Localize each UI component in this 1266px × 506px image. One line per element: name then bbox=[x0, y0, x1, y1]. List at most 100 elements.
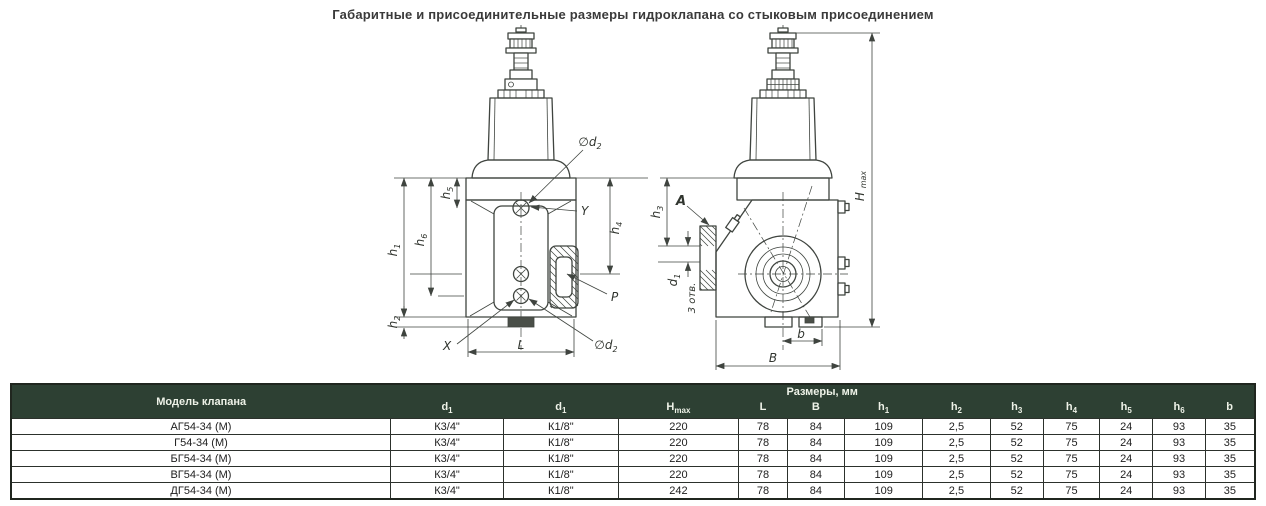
dimensions-table: Модель клапана Размеры, мм d1 d1 Hmax L … bbox=[10, 383, 1256, 500]
value-cell: 93 bbox=[1152, 482, 1206, 500]
value-cell: 24 bbox=[1098, 450, 1154, 467]
col-header-b-big: B bbox=[787, 399, 845, 419]
value-cell: 220 bbox=[617, 418, 740, 435]
col-header-h3: h3 bbox=[990, 399, 1044, 419]
value-cell: 2,5 bbox=[922, 466, 991, 483]
value-cell: 52 bbox=[989, 450, 1044, 467]
model-cell: АГ54-34 (М) bbox=[10, 418, 391, 435]
side-view: A h3 d1 3 отв. H max b B bbox=[649, 25, 880, 370]
col-header-d1a: d1 bbox=[390, 399, 504, 419]
value-cell: 35 bbox=[1204, 434, 1256, 451]
value-cell: 109 bbox=[843, 466, 924, 483]
value-cell: 52 bbox=[989, 434, 1044, 451]
value-cell: 75 bbox=[1042, 434, 1100, 451]
side-bolts bbox=[837, 200, 850, 296]
value-cell: 75 bbox=[1042, 482, 1100, 500]
value-cell: 24 bbox=[1098, 466, 1154, 483]
value-cell: К3/4" bbox=[389, 418, 505, 435]
value-cell: 84 bbox=[786, 482, 845, 500]
value-cell: 75 bbox=[1042, 450, 1100, 467]
label-h1: h1 bbox=[386, 244, 402, 257]
model-cell: Г54-34 (М) bbox=[10, 434, 391, 451]
value-cell: 78 bbox=[738, 418, 788, 435]
value-cell: К3/4" bbox=[389, 466, 505, 483]
value-cell: К3/4" bbox=[389, 434, 505, 451]
label-y-port: Y bbox=[581, 204, 590, 218]
value-cell: 109 bbox=[843, 434, 924, 451]
label-h6: h6 bbox=[413, 234, 429, 247]
col-header-h6: h6 bbox=[1152, 399, 1206, 419]
label-h4: h4 bbox=[608, 222, 624, 235]
value-cell: 75 bbox=[1042, 466, 1100, 483]
value-cell: 2,5 bbox=[922, 418, 991, 435]
value-cell: 2,5 bbox=[922, 482, 991, 500]
col-header-h5: h5 bbox=[1099, 399, 1153, 419]
table-row: ВГ54-34 (М) К3/4" К1/8" 220 78 84 109 2,… bbox=[10, 466, 1256, 483]
col-header-d1b: d1 bbox=[503, 399, 619, 419]
value-cell: 109 bbox=[843, 450, 924, 467]
value-cell: 35 bbox=[1204, 466, 1256, 483]
col-header-h1: h1 bbox=[844, 399, 923, 419]
value-cell: 52 bbox=[989, 466, 1044, 483]
value-cell: 84 bbox=[786, 434, 845, 451]
value-cell: 84 bbox=[786, 418, 845, 435]
value-cell: 24 bbox=[1098, 434, 1154, 451]
col-header-l: L bbox=[738, 399, 788, 419]
value-cell: 93 bbox=[1152, 434, 1206, 451]
page-title: Габаритные и присоединительные размеры г… bbox=[332, 7, 934, 22]
label-b-small: b bbox=[797, 327, 805, 341]
value-cell: К3/4" bbox=[389, 482, 505, 500]
front-spring-housing bbox=[465, 97, 577, 201]
label-holes-note: 3 отв. bbox=[687, 283, 698, 314]
side-valve-body bbox=[699, 199, 850, 328]
label-h5: h5 bbox=[439, 187, 455, 200]
side-spring-housing bbox=[733, 97, 833, 201]
valve-technical-drawing: ∅d2 Y P X ∅d2 L h1 h6 h5 h2 h4 bbox=[386, 25, 880, 370]
front-extension-lines bbox=[394, 177, 648, 357]
col-header-model: Модель клапана bbox=[11, 384, 391, 419]
table-row: БГ54-34 (М) К3/4" К1/8" 220 78 84 109 2,… bbox=[10, 450, 1256, 467]
value-cell: 78 bbox=[738, 482, 788, 500]
value-cell: 109 bbox=[843, 418, 924, 435]
value-cell: 220 bbox=[617, 434, 740, 451]
value-cell: 24 bbox=[1098, 482, 1154, 500]
value-cell: 84 bbox=[786, 466, 845, 483]
label-section-a: A bbox=[675, 194, 686, 209]
value-cell: 78 bbox=[738, 450, 788, 467]
side-dimensions bbox=[663, 32, 876, 370]
side-port-circles bbox=[744, 235, 822, 317]
model-cell: ДГ54-34 (М) bbox=[10, 482, 391, 500]
label-p-port: P bbox=[611, 290, 619, 304]
front-view: ∅d2 Y P X ∅d2 L h1 h6 h5 h2 h4 bbox=[386, 25, 648, 357]
value-cell: 35 bbox=[1204, 450, 1256, 467]
value-cell: 242 bbox=[617, 482, 740, 500]
label-d1: d1 bbox=[666, 274, 682, 287]
value-cell: 35 bbox=[1204, 482, 1256, 500]
value-cell: 52 bbox=[989, 482, 1044, 500]
value-cell: К1/8" bbox=[503, 418, 619, 435]
value-cell: 24 bbox=[1098, 418, 1154, 435]
value-cell: К1/8" bbox=[503, 450, 619, 467]
value-cell: 75 bbox=[1042, 418, 1100, 435]
side-port-boss bbox=[699, 225, 717, 291]
front-dimensions bbox=[400, 149, 614, 356]
value-cell: К3/4" bbox=[389, 450, 505, 467]
label-x-port: X bbox=[442, 339, 452, 353]
side-slant-bolt bbox=[725, 214, 742, 233]
value-cell: К1/8" bbox=[503, 482, 619, 500]
value-cell: 35 bbox=[1204, 418, 1256, 435]
side-mounting-feet bbox=[764, 316, 823, 328]
label-d2-bottom: ∅d2 bbox=[594, 338, 617, 354]
front-adjusting-screw bbox=[497, 25, 545, 99]
model-cell: ВГ54-34 (М) bbox=[10, 466, 391, 483]
col-header-hmax: Hmax bbox=[618, 399, 739, 419]
value-cell: К1/8" bbox=[503, 466, 619, 483]
value-cell: 93 bbox=[1152, 450, 1206, 467]
label-b-big: B bbox=[769, 351, 777, 365]
value-cell: 93 bbox=[1152, 418, 1206, 435]
value-cell: 84 bbox=[786, 450, 845, 467]
table-row: ДГ54-34 (М) К3/4" К1/8" 242 78 84 109 2,… bbox=[10, 482, 1256, 500]
value-cell: 78 bbox=[738, 434, 788, 451]
value-cell: 52 bbox=[989, 418, 1044, 435]
